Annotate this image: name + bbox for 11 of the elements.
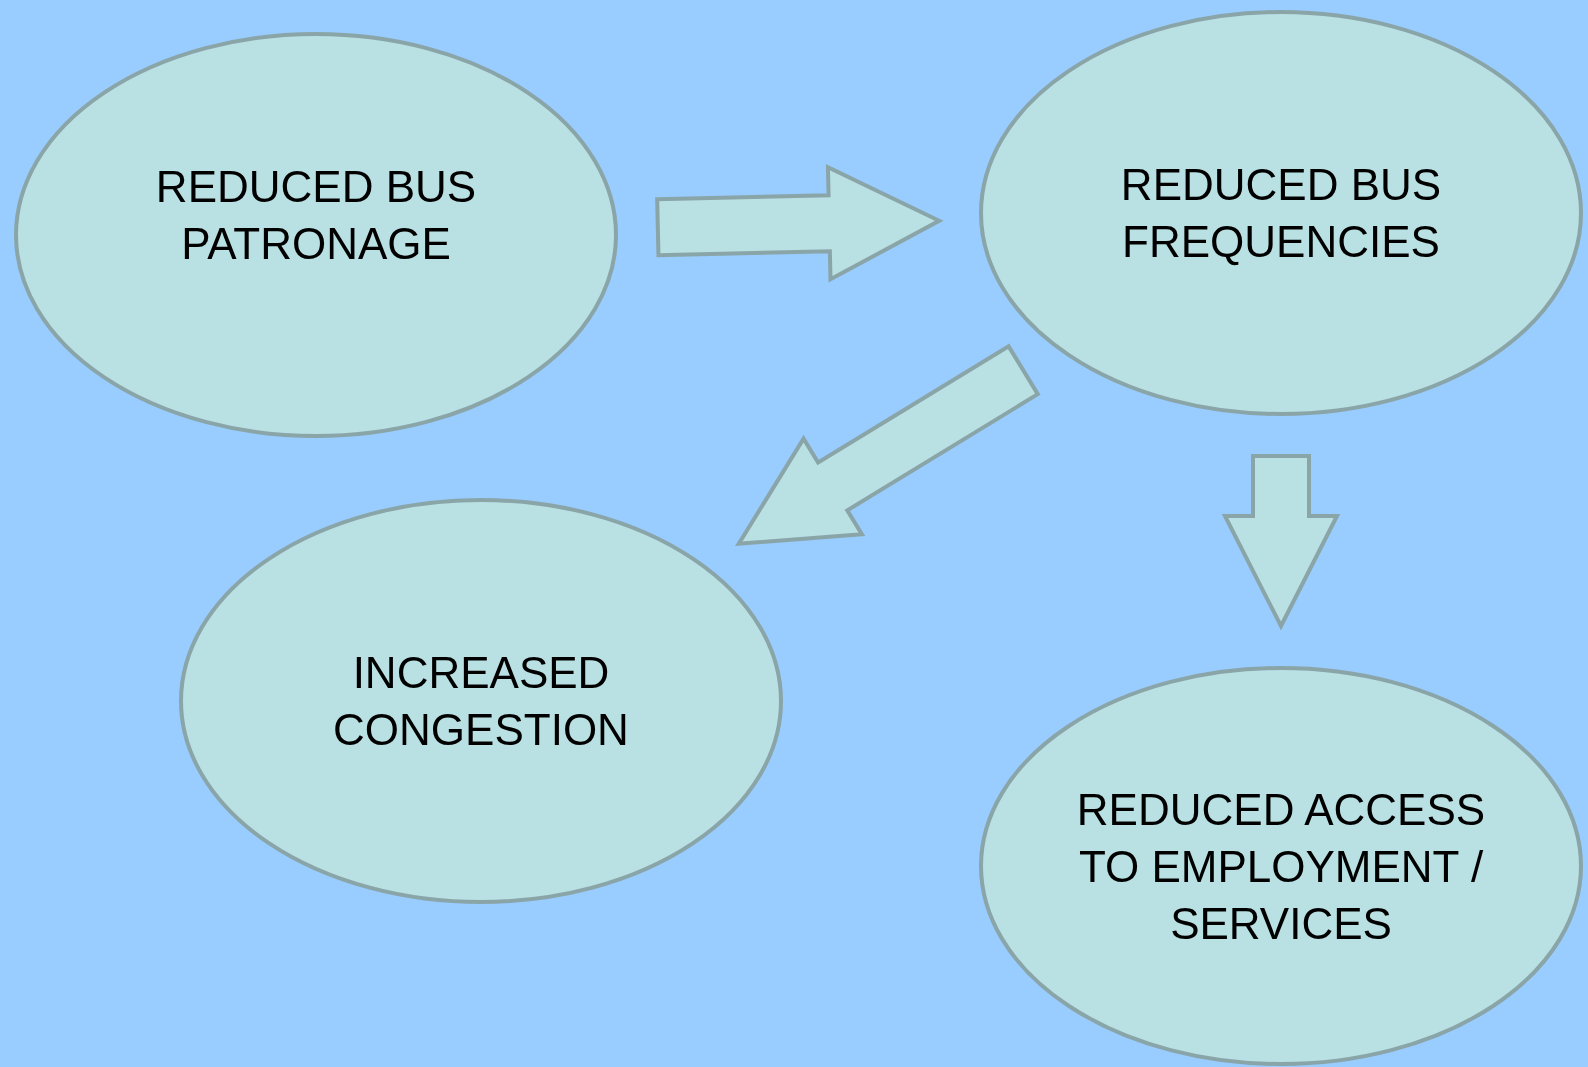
node-label: REDUCED ACCESS TO EMPLOYMENT / SERVICES [1075, 783, 1487, 950]
block-arrow [1221, 454, 1341, 631]
ellipse-node [979, 666, 1583, 1066]
ellipse-node [14, 32, 618, 438]
block-arrow [655, 164, 944, 283]
ellipse-node [179, 498, 783, 904]
node-label: REDUCED BUS PATRONAGE [154, 161, 478, 270]
node-label: INCREASED CONGESTION [332, 647, 630, 756]
block-arrow [735, 343, 1041, 547]
node-label: REDUCED BUS FREQUENCIES [1119, 159, 1443, 268]
ellipse-node [979, 10, 1583, 416]
